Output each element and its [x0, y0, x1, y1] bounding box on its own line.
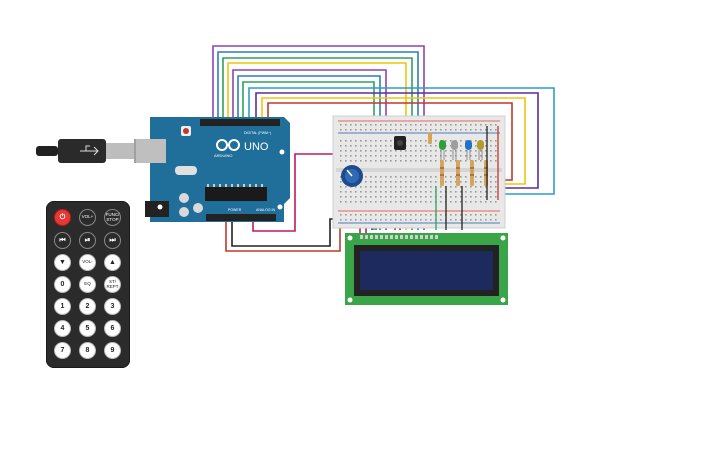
lcd-screen — [360, 251, 493, 290]
digital-header[interactable] — [200, 119, 280, 126]
digit-7-button[interactable]: 7 — [54, 342, 71, 359]
eq-button[interactable]: EQ — [79, 276, 96, 293]
power-button[interactable]: ⏻ — [54, 209, 71, 226]
st-rept-button[interactable]: ST/ REPT — [104, 276, 121, 293]
potentiometer[interactable] — [341, 165, 363, 187]
breadboard-holes — [340, 124, 497, 221]
digital-pwm-label: DIGITAL (PWM~) — [244, 131, 271, 135]
led-4 — [477, 140, 484, 160]
vol-plus-button[interactable]: VOL+ — [79, 209, 96, 226]
ir-remote[interactable]: ⏻ VOL+ FUNC/ STOP ⏮ ⏯ ⏭ ▼ VOL- ▲ 0 EQ ST… — [46, 201, 130, 368]
prev-button[interactable]: ⏮ — [54, 232, 71, 249]
arduino-infinity-logo — [216, 139, 240, 151]
next-button[interactable]: ⏭ — [104, 232, 121, 249]
power-label: POWER — [228, 208, 242, 212]
zero-button[interactable]: 0 — [54, 276, 71, 293]
lcd-16x2[interactable] — [345, 233, 508, 305]
uno-logo-text: UNO — [244, 141, 269, 153]
play-pause-button[interactable]: ⏯ — [79, 232, 96, 249]
arduino-brand-text: ARDUINO — [214, 153, 232, 158]
digit-6-button[interactable]: 6 — [104, 320, 121, 337]
digit-4-button[interactable]: 4 — [54, 320, 71, 337]
digit-2-button[interactable]: 2 — [79, 298, 96, 315]
digit-3-button[interactable]: 3 — [104, 298, 121, 315]
digit-8-button[interactable]: 8 — [79, 342, 96, 359]
lcd-pin-header — [360, 235, 438, 239]
power-analog-header[interactable] — [206, 214, 276, 221]
digit-9-button[interactable]: 9 — [104, 342, 121, 359]
digit-5-button[interactable]: 5 — [79, 320, 96, 337]
analog-in-label: ANALOG IN — [256, 208, 276, 212]
vol-minus-button[interactable]: VOL- — [79, 254, 96, 271]
func-stop-button[interactable]: FUNC/ STOP — [104, 209, 121, 226]
down-button[interactable]: ▼ — [54, 254, 71, 271]
atmega-chip — [205, 187, 267, 201]
led-3 — [465, 140, 472, 160]
ir-receiver[interactable] — [394, 136, 406, 150]
led-1 — [439, 140, 446, 160]
led-2 — [451, 140, 458, 160]
leds — [439, 140, 484, 160]
arduino-uno-board[interactable]: UNO ARDUINO DIGITAL (PWM~) POWER ANALOG … — [136, 117, 290, 222]
up-button[interactable]: ▲ — [104, 254, 121, 271]
digit-1-button[interactable]: 1 — [54, 298, 71, 315]
